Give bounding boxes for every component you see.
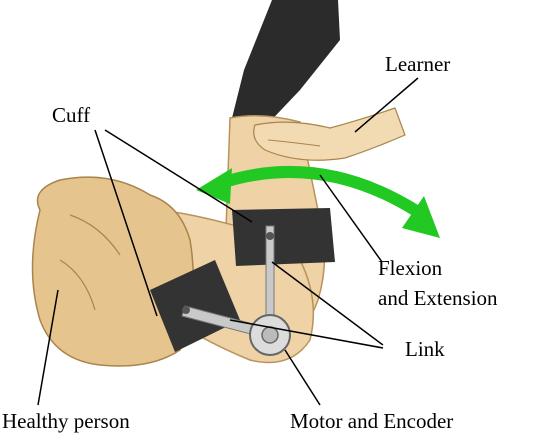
cuff-upper: [232, 208, 335, 266]
healthy-person-hand: [33, 177, 194, 366]
link-pin-top: [266, 232, 274, 240]
label-link: Link: [405, 337, 445, 361]
motor-encoder-hub: [262, 327, 278, 343]
label-healthy-person: Healthy person: [2, 409, 130, 433]
sleeve: [232, 0, 340, 130]
link-pin-forearm: [182, 306, 190, 314]
label-motor-encoder: Motor and Encoder: [290, 409, 453, 433]
label-flexion: Flexion: [378, 256, 442, 280]
label-cuff: Cuff: [52, 103, 90, 127]
learner-hand: [254, 108, 405, 160]
leader-motor: [285, 350, 320, 405]
label-learner: Learner: [385, 52, 450, 76]
label-extension: and Extension: [378, 286, 498, 310]
